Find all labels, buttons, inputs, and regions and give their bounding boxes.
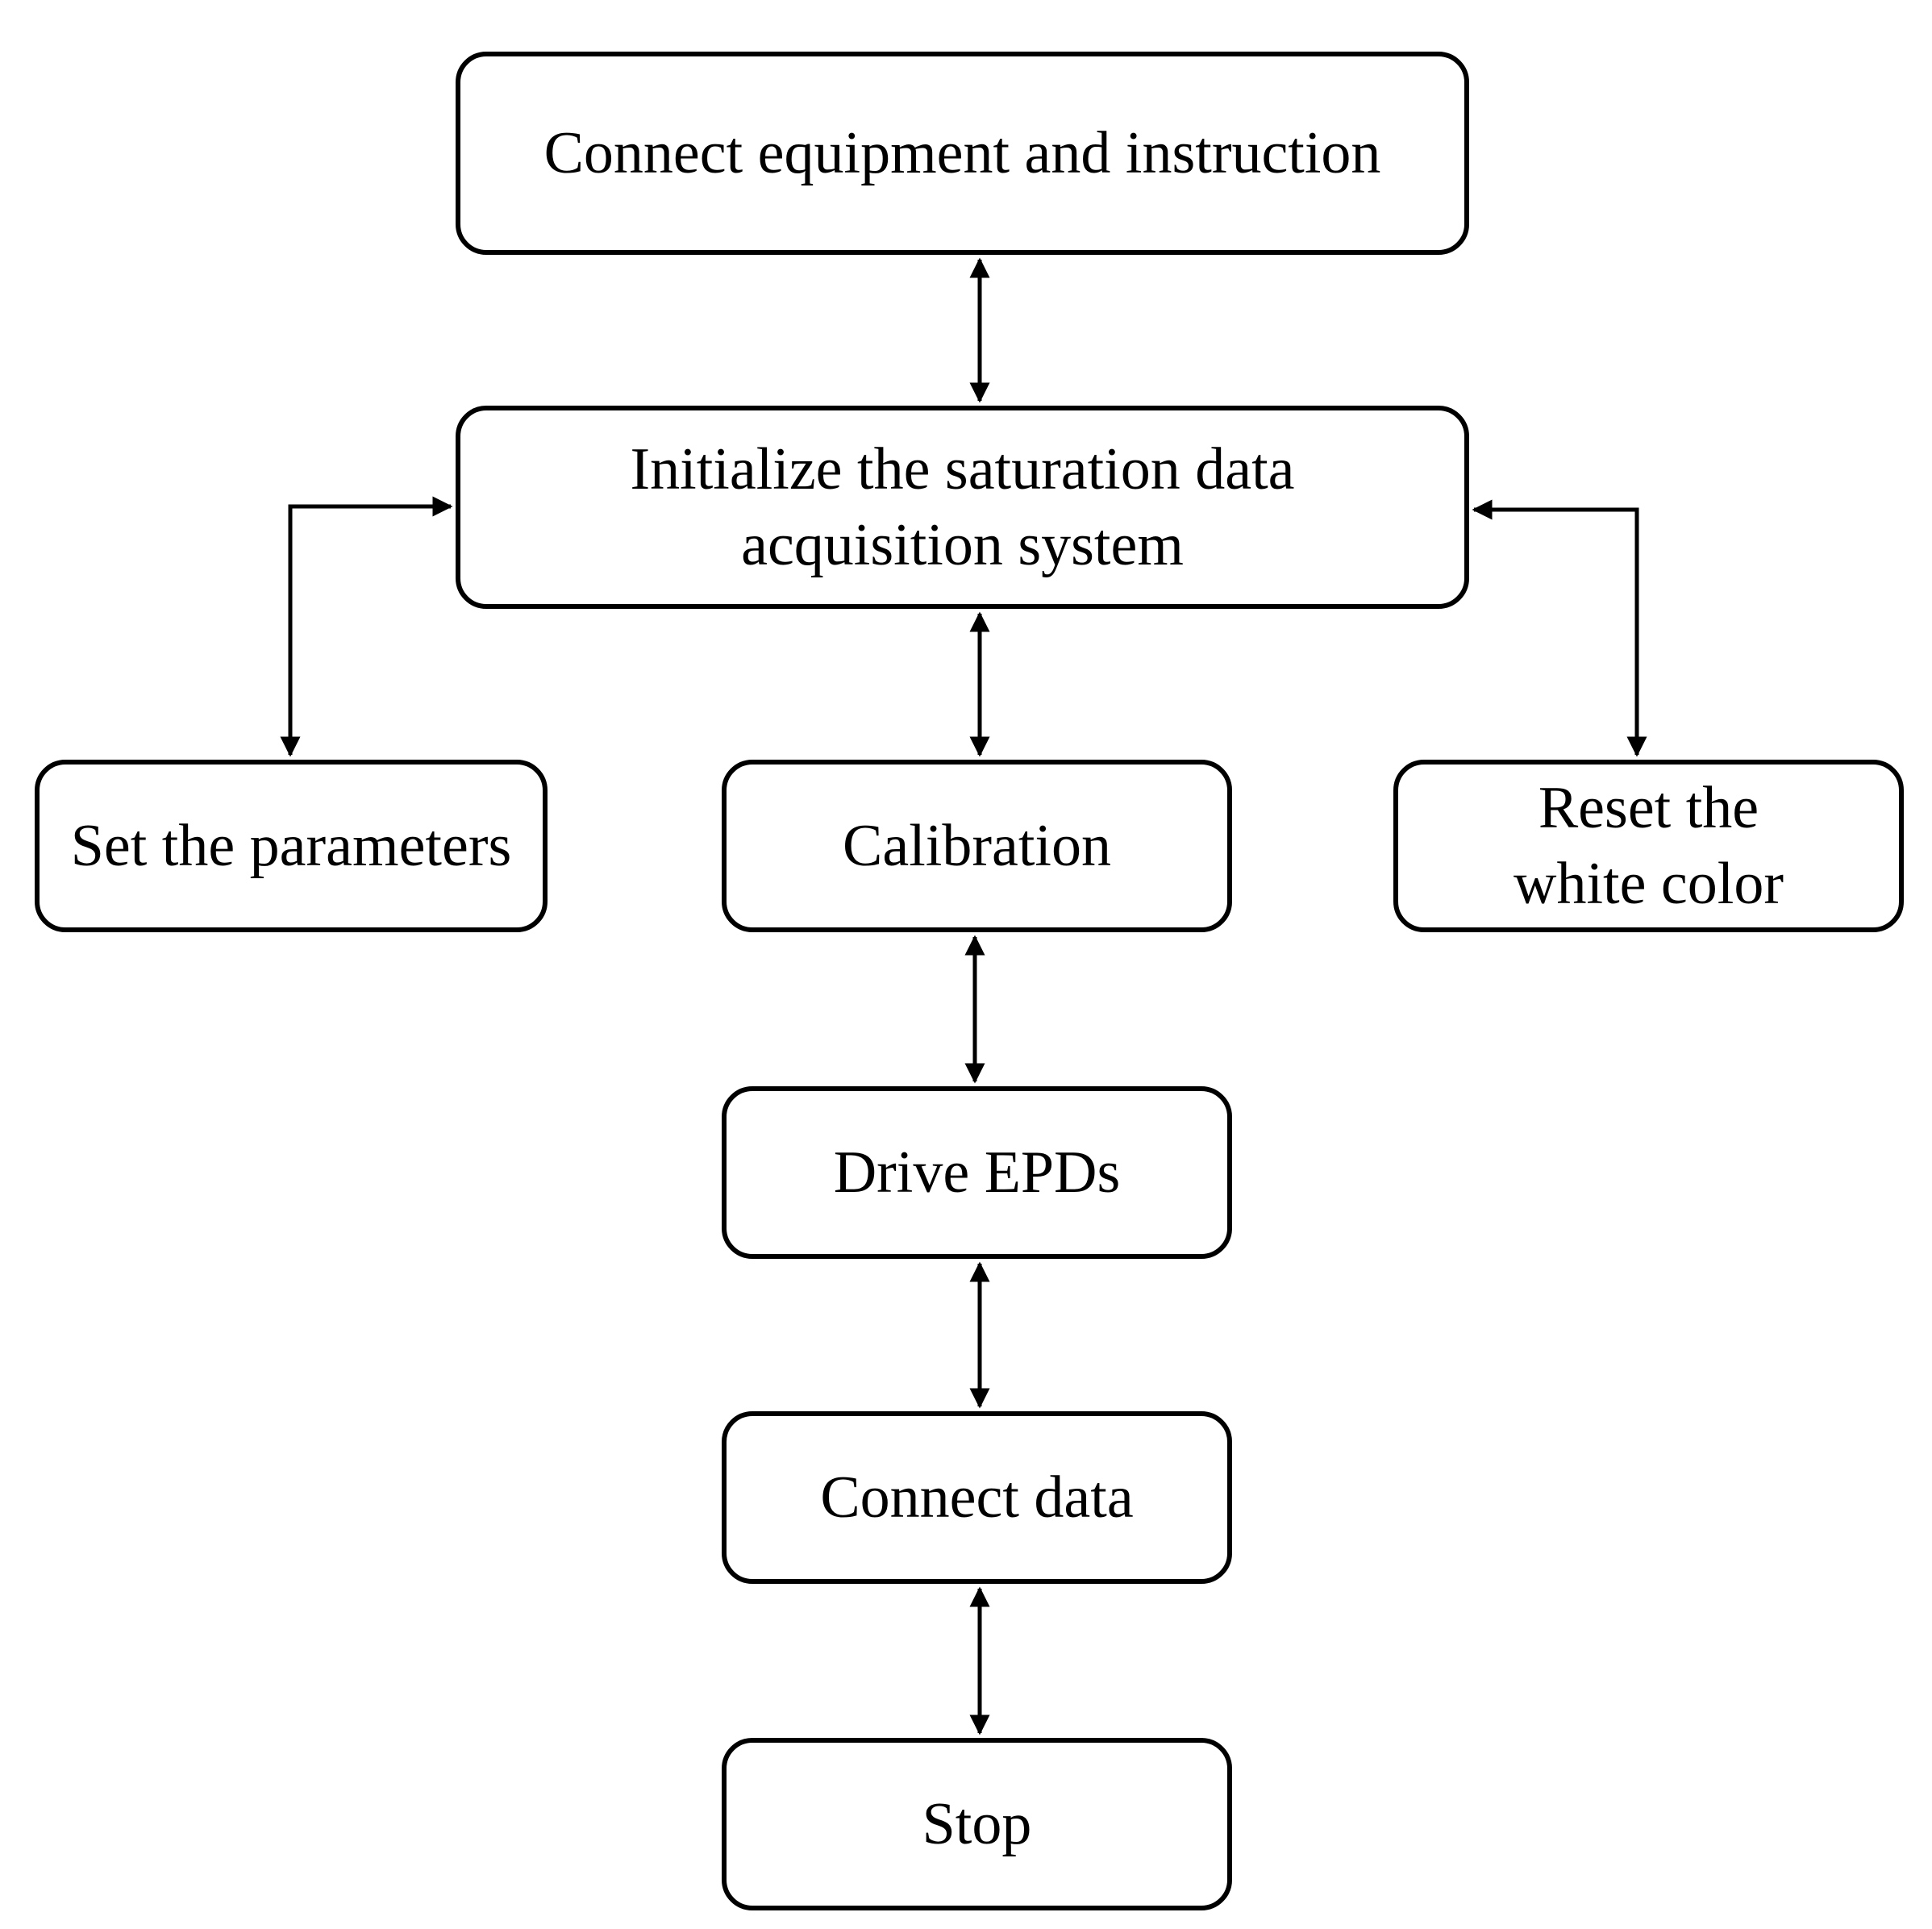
node-connect-equipment: Connect equipment and instruction — [456, 52, 1469, 255]
node-label: Stop — [922, 1791, 1032, 1857]
arrow-initialize-set-parameters — [280, 496, 453, 757]
node-label: Drive EPDs — [833, 1139, 1121, 1206]
node-drive-epds: Drive EPDs — [722, 1086, 1232, 1259]
node-calibration: Calibration — [722, 760, 1232, 932]
node-initialize-system: Initialize the saturation data acquisiti… — [456, 406, 1469, 609]
node-label-line-2: white color — [1514, 851, 1784, 917]
node-label-line-1: Reset the — [1538, 775, 1759, 841]
node-connect-data: Connect data — [722, 1411, 1232, 1584]
node-label: Set the parameters — [70, 813, 512, 879]
node-label: Calibration — [843, 813, 1111, 879]
node-label-line-2: acquisition system — [741, 512, 1184, 578]
node-stop: Stop — [722, 1738, 1232, 1910]
node-label: Connect data — [820, 1464, 1134, 1531]
node-reset-white-color: Reset the white color — [1393, 760, 1904, 932]
node-label-line-1: Initialize the saturation data — [630, 436, 1295, 502]
arrow-initialize-reset-white — [1472, 499, 1647, 757]
node-set-parameters: Set the parameters — [35, 760, 548, 932]
node-label: Connect equipment and instruction — [543, 120, 1381, 186]
